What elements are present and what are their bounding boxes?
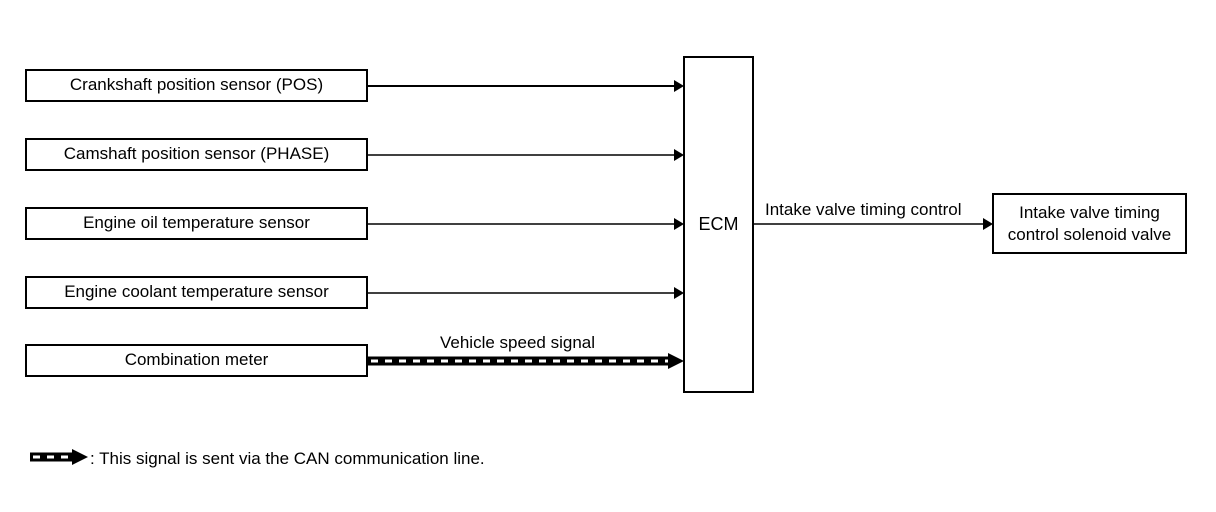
camshaft-position-sensor-label: Camshaft position sensor (PHASE) [63,144,330,164]
ecm-label: ECM [698,213,739,234]
camshaft-position-sensor-box: Camshaft position sensor (PHASE) [25,138,368,171]
engine-oil-temperature-signal-arrow [368,218,684,230]
legend-can-arrow-icon [30,449,88,465]
crankshaft-position-sensor-box: Crankshaft position sensor (POS) [25,69,368,102]
legend-text: : This signal is sent via the CAN commun… [90,449,485,468]
crankshaft-signal-arrow [368,80,684,92]
engine-oil-temperature-sensor-label: Engine oil temperature sensor [83,213,310,233]
engine-oil-temperature-sensor-box: Engine oil temperature sensor [25,207,368,240]
engine-coolant-temperature-sensor-label: Engine coolant temperature sensor [64,282,329,302]
engine-coolant-temperature-sensor-box: Engine coolant temperature sensor [25,276,368,309]
camshaft-signal-arrow [368,149,684,161]
combination-meter-label: Combination meter [124,350,269,370]
vehicle-speed-signal-label: Vehicle speed signal [440,333,596,352]
output-label-line2: control solenoid valve [1007,224,1172,244]
ecm-box: ECM [683,56,754,393]
intake-valve-timing-solenoid-box: Intake valve timing control solenoid val… [992,193,1187,254]
engine-coolant-temperature-signal-arrow [368,287,684,299]
can-vehicle-speed-arrow [368,353,684,369]
intake-valve-timing-control-label: Intake valve timing control [765,200,962,219]
crankshaft-position-sensor-label: Crankshaft position sensor (POS) [69,75,324,95]
output-label-line1: Intake valve timing [1019,202,1160,222]
combination-meter-box: Combination meter [25,344,368,377]
